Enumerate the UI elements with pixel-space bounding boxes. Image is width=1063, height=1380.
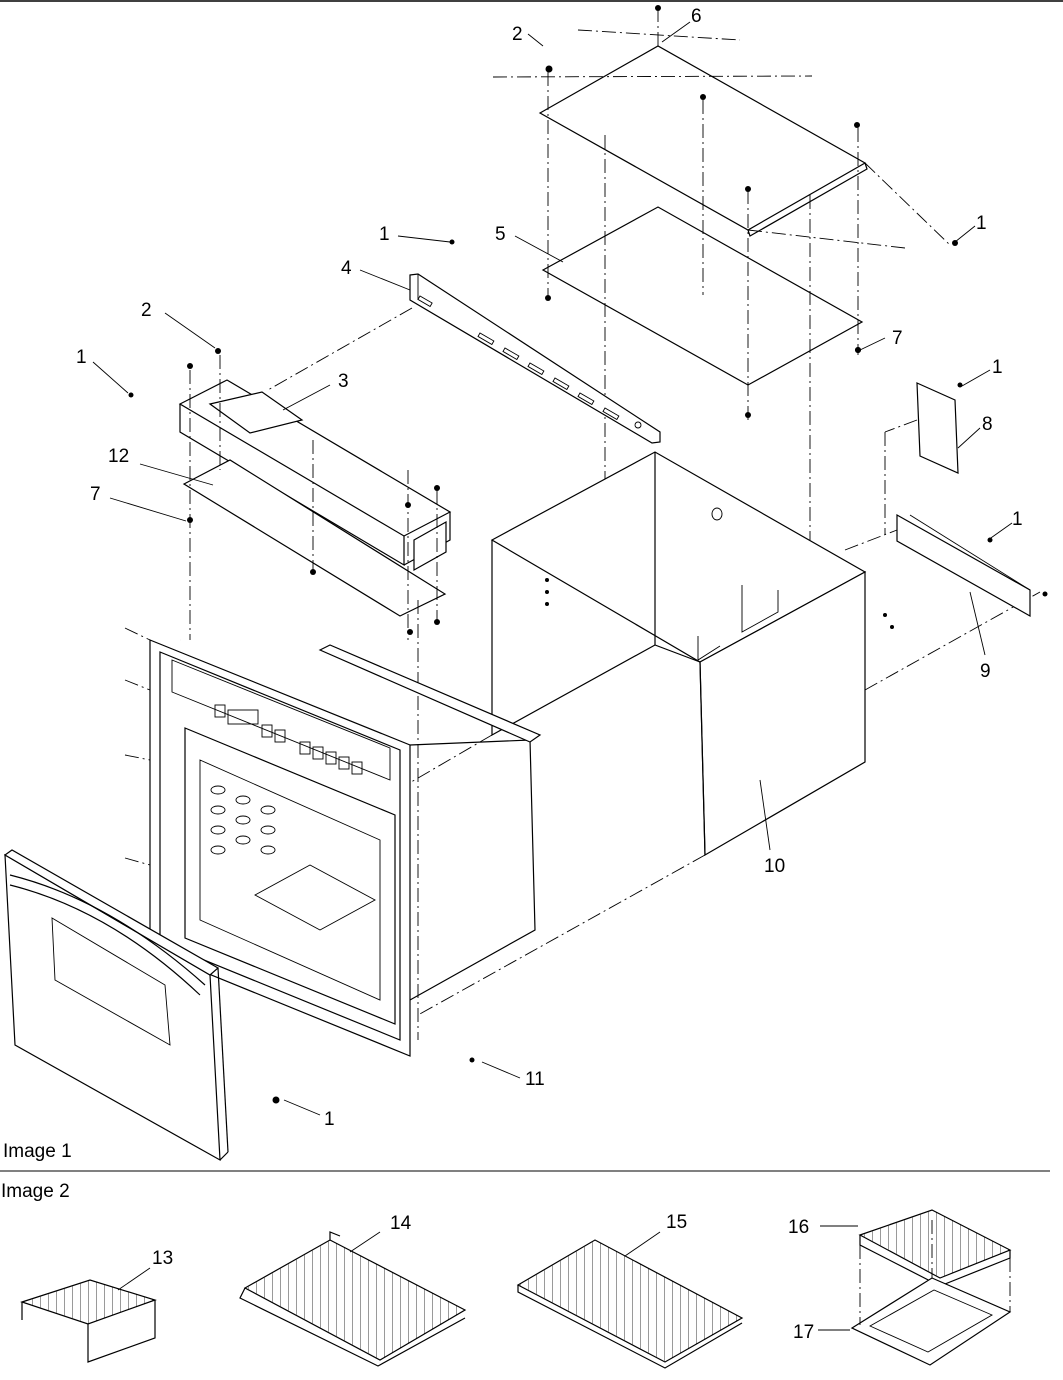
callout-2-left: 2 (141, 300, 152, 321)
callout-6: 6 (691, 6, 702, 27)
callout-7-left: 7 (90, 484, 101, 505)
callout-8: 8 (982, 414, 993, 435)
callout-1-bracket-8: 1 (992, 357, 1003, 378)
control-buttons (214, 704, 363, 775)
oven-door (3, 849, 229, 1162)
callout-2-top: 2 (512, 24, 523, 45)
rack-part-14 (239, 1231, 467, 1367)
top-panel-part-6 (492, 10, 951, 249)
side-bracket-part-8 (884, 382, 959, 535)
side-rail-part-9 (844, 513, 1031, 618)
oven-front-frame (124, 627, 542, 1057)
oven-vent-holes (210, 785, 276, 855)
callout-7-right: 7 (892, 328, 903, 349)
section-label-image-1: Image 1 (3, 1141, 72, 1162)
callout-5: 5 (495, 224, 506, 245)
control-box-parts-3-12 (178, 355, 452, 1040)
inner-panel-part-5 (541, 72, 864, 590)
callout-12: 12 (108, 446, 129, 467)
broiler-pan-part-17 (818, 1220, 1012, 1366)
callout-1-left: 1 (76, 347, 87, 368)
callout-3: 3 (338, 371, 349, 392)
callout-10: 10 (764, 856, 785, 877)
callout-9: 9 (980, 661, 991, 682)
callout-1-top-right: 1 (976, 213, 987, 234)
callout-1-door: 1 (324, 1109, 335, 1130)
rack-part-15 (516, 1231, 744, 1369)
callout-labels: 2 6 1 1 5 4 7 2 3 1 1 8 12 7 1 9 10 11 1… (76, 6, 1023, 1343)
screws (128, 5, 1048, 1104)
callout-15: 15 (666, 1212, 687, 1233)
callout-16: 16 (788, 1217, 809, 1238)
leader-lines (92, 21, 1013, 1116)
rack-part-13 (20, 1267, 157, 1363)
callout-13: 13 (152, 1248, 173, 1269)
cabinet-body (259, 451, 1041, 1016)
rear-rail-part-4 (267, 273, 661, 444)
broiler-grid-part-16 (820, 1209, 1012, 1287)
section-label-image-2: Image 2 (1, 1181, 70, 1202)
callout-11: 11 (525, 1069, 545, 1090)
callout-17: 17 (793, 1322, 814, 1343)
callout-4: 4 (341, 258, 352, 279)
callout-1-rail: 1 (379, 224, 390, 245)
callout-1-bracket-9: 1 (1012, 509, 1023, 530)
callout-14: 14 (390, 1213, 412, 1234)
